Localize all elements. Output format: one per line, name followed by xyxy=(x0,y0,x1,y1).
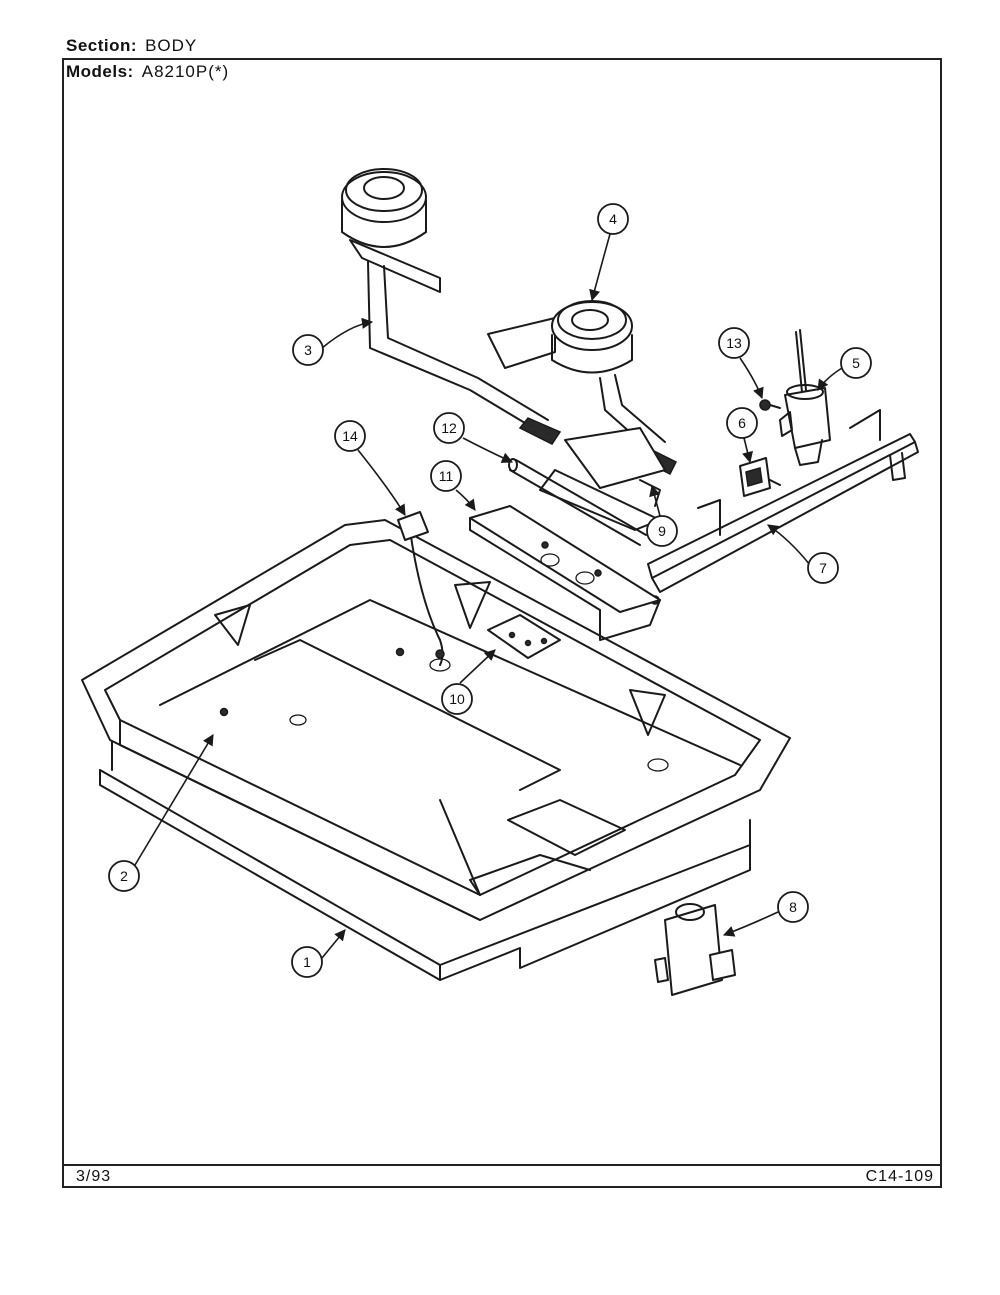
callout-12: 12 xyxy=(433,412,514,463)
part-plate-bracket xyxy=(539,427,666,531)
section-header: Section: BODY xyxy=(66,36,197,56)
callout-3: 3 xyxy=(292,317,374,366)
part-manifold xyxy=(647,409,919,593)
callout-5: 5 xyxy=(817,347,872,391)
callout-11: 11 xyxy=(430,460,476,511)
callout-6: 6 xyxy=(726,407,758,464)
part-burner-large xyxy=(341,168,562,445)
models-label: Models: xyxy=(66,62,134,81)
callout-10: 10 xyxy=(441,649,496,715)
part-body-pan xyxy=(81,519,791,921)
svg-text:3: 3 xyxy=(304,342,312,358)
part-igniter-wire xyxy=(397,511,445,666)
section-label: Section: xyxy=(66,36,138,55)
part-screw xyxy=(759,399,781,411)
footer-rule xyxy=(62,1164,942,1166)
svg-text:8: 8 xyxy=(789,899,797,915)
part-support-bracket xyxy=(469,505,661,641)
footer-date: 3/93 xyxy=(76,1168,112,1185)
svg-text:10: 10 xyxy=(449,691,465,707)
svg-text:13: 13 xyxy=(726,335,742,351)
footer-code: C14-109 xyxy=(865,1168,934,1185)
callout-14: 14 xyxy=(334,420,406,516)
svg-text:5: 5 xyxy=(852,355,860,371)
svg-text:1: 1 xyxy=(303,954,311,970)
svg-text:14: 14 xyxy=(342,428,358,444)
svg-text:9: 9 xyxy=(658,523,666,539)
svg-text:7: 7 xyxy=(819,560,827,576)
svg-text:6: 6 xyxy=(738,415,746,431)
callout-9: 9 xyxy=(646,484,678,547)
part-valve xyxy=(779,329,831,466)
part-regulator xyxy=(654,903,736,996)
models-header: Models: A8210P(*) xyxy=(66,62,229,82)
svg-text:4: 4 xyxy=(609,211,617,227)
callout-1: 1 xyxy=(291,929,346,978)
svg-text:11: 11 xyxy=(439,468,454,484)
svg-text:12: 12 xyxy=(441,420,457,436)
part-switch xyxy=(739,457,781,497)
callout-2: 2 xyxy=(108,734,214,892)
callout-7: 7 xyxy=(767,524,839,584)
callout-13: 13 xyxy=(718,327,764,400)
svg-text:2: 2 xyxy=(120,868,128,884)
diagram-frame xyxy=(62,58,942,1188)
callout-8: 8 xyxy=(722,891,809,937)
models-value: A8210P(*) xyxy=(141,62,230,81)
section-value: BODY xyxy=(145,36,198,55)
part-small-plate xyxy=(487,614,561,659)
callout-4: 4 xyxy=(589,203,629,302)
